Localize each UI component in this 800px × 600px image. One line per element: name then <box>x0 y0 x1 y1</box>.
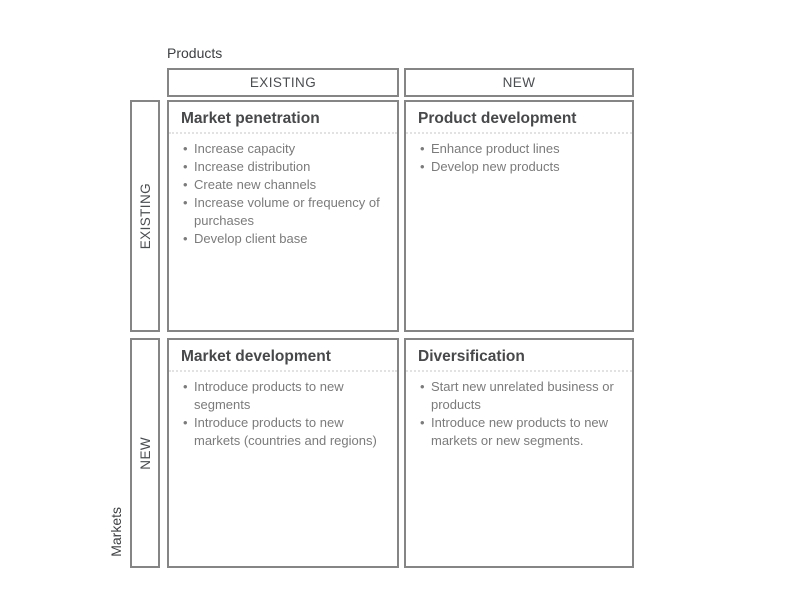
row-header-markets-new: NEW <box>130 338 160 568</box>
quadrant-market-development: Market development Introduce products to… <box>167 338 399 568</box>
quadrant-strategy-list: Start new unrelated business or products… <box>406 372 632 450</box>
column-header-products-existing: EXISTING <box>167 68 399 97</box>
quadrant-strategy-list: Increase capacity Increase distribution … <box>169 134 397 248</box>
quadrant-title: Product development <box>406 102 632 134</box>
row-header-label: NEW <box>137 436 153 470</box>
quadrant-product-development: Product development Enhance product line… <box>404 100 634 332</box>
quadrant-strategy-list: Introduce products to new segments Intro… <box>169 372 397 450</box>
row-header-markets-existing: EXISTING <box>130 100 160 332</box>
quadrant-market-penetration: Market penetration Increase capacity Inc… <box>167 100 399 332</box>
quadrant-title: Market development <box>169 340 397 372</box>
list-item: Enhance product lines <box>420 140 622 158</box>
quadrant-diversification: Diversification Start new unrelated busi… <box>404 338 634 568</box>
list-item: Increase distribution <box>183 158 387 176</box>
column-header-label: EXISTING <box>249 75 317 90</box>
list-item: Increase capacity <box>183 140 387 158</box>
list-item: Introduce new products to new markets or… <box>420 414 622 450</box>
row-header-label: EXISTING <box>137 182 153 250</box>
column-header-label: NEW <box>502 75 536 90</box>
quadrant-strategy-list: Enhance product lines Develop new produc… <box>406 134 632 176</box>
markets-axis-label: Markets <box>108 507 124 557</box>
list-item: Develop new products <box>420 158 622 176</box>
list-item: Increase volume or frequency of purchase… <box>183 194 387 230</box>
list-item: Start new unrelated business or products <box>420 378 622 414</box>
quadrant-title: Diversification <box>406 340 632 372</box>
products-axis-label: Products <box>167 45 223 61</box>
list-item: Introduce products to new segments <box>183 378 387 414</box>
list-item: Create new channels <box>183 176 387 194</box>
list-item: Develop client base <box>183 230 387 248</box>
list-item: Introduce products to new markets (count… <box>183 414 387 450</box>
column-header-products-new: NEW <box>404 68 634 97</box>
quadrant-title: Market penetration <box>169 102 397 134</box>
